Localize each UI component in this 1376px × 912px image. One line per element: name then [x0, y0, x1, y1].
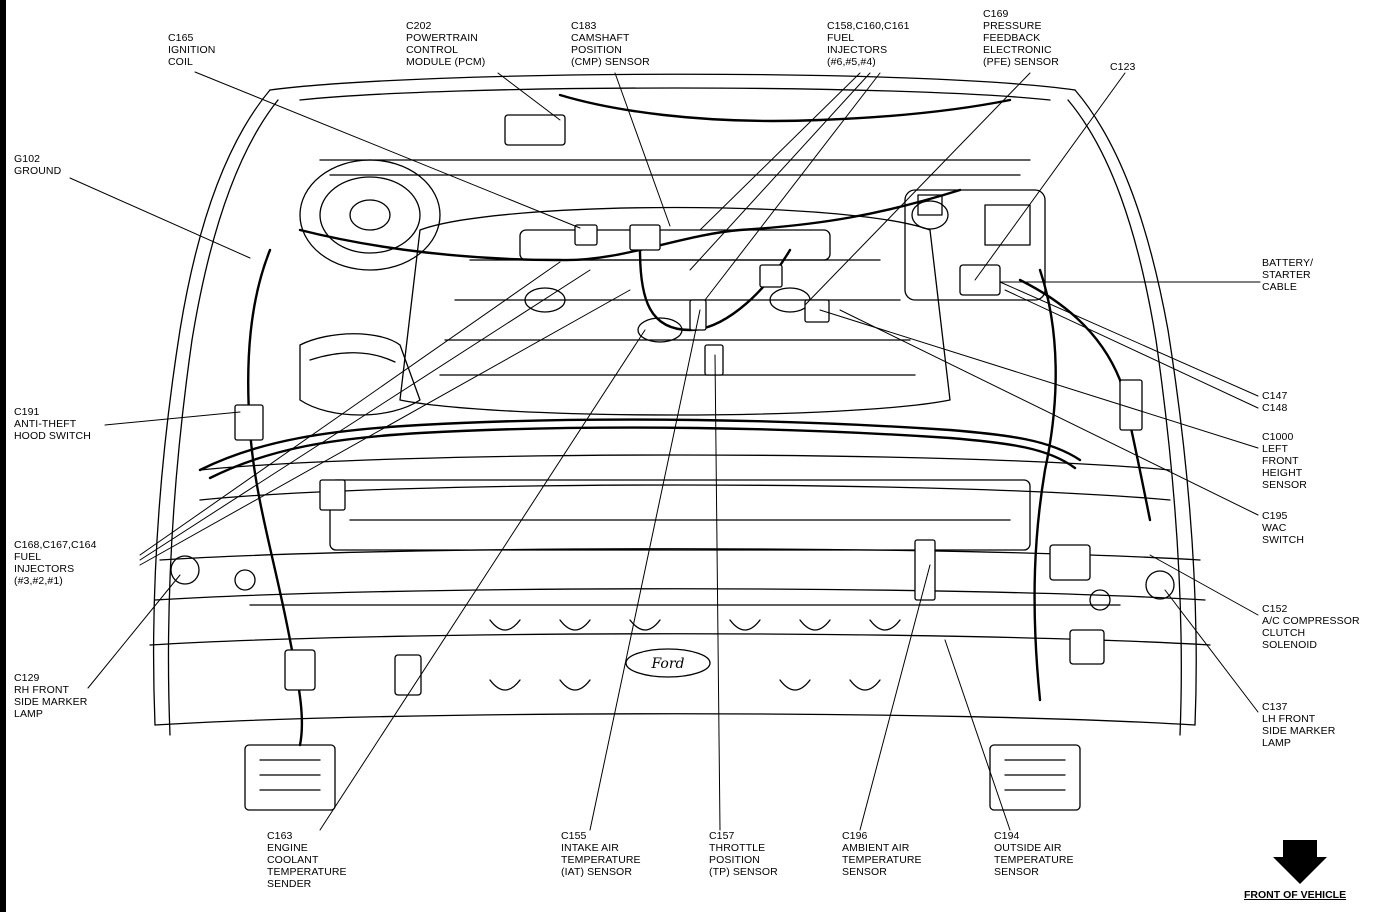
ford-badge-text: Ford — [650, 656, 684, 672]
callout-c158-fuel-injectors: C158,C160,C161 FUEL INJECTORS (#6,#5,#4) — [827, 20, 910, 68]
callout-c191-hood-switch: C191 ANTI-THEFT HOOD SWITCH — [14, 406, 91, 442]
side-lamps — [170, 555, 1175, 611]
fog-lamps — [244, 744, 1081, 811]
callout-c202-pcm: C202 POWERTRAIN CONTROL MODULE (PCM) — [406, 20, 486, 68]
callout-c137-lh-marker-lamp: C137 LH FRONT SIDE MARKER LAMP — [1262, 701, 1336, 749]
radiator-support — [199, 454, 1171, 551]
callout-c196-ambient-air-sensor: C196 AMBIENT AIR TEMPERATURE SENSOR — [842, 830, 922, 878]
engine-block — [399, 206, 951, 416]
grille-slots — [489, 619, 901, 691]
callout-c169-pfe-sensor: C169 PRESSURE FEEDBACK ELECTRONIC (PFE) … — [983, 8, 1059, 68]
air-intake-tube — [299, 333, 421, 416]
brake-booster — [299, 159, 441, 271]
callout-c163-coolant-sender: C163 ENGINE COOLANT TEMPERATURE SENDER — [267, 830, 347, 890]
front-of-vehicle-arrow — [1273, 840, 1327, 884]
battery-area — [904, 189, 1046, 301]
wiring-harness — [198, 93, 1152, 747]
callout-c194-outside-air-sensor: C194 OUTSIDE AIR TEMPERATURE SENSOR — [994, 830, 1074, 878]
callout-c155-iat-sensor: C155 INTAKE AIR TEMPERATURE (IAT) SENSOR — [561, 830, 641, 878]
connectors — [234, 114, 1143, 696]
left-border-bar — [0, 0, 6, 912]
ford-badge-oval — [625, 648, 711, 678]
body-outline — [152, 73, 1197, 736]
callout-c165-ignition-coil: C165 IGNITION COIL — [168, 32, 216, 68]
callout-c157-tp-sensor: C157 THROTTLE POSITION (TP) SENSOR — [709, 830, 778, 878]
leader-lines — [69, 71, 1261, 831]
callout-c183-cmp-sensor: C183 CAMSHAFT POSITION (CMP) SENSOR — [571, 20, 650, 68]
callout-c147-c148: C147 C148 — [1262, 390, 1288, 414]
callout-battery-starter-cable: BATTERY/ STARTER CABLE — [1262, 257, 1314, 293]
callout-g102-ground: G102 GROUND — [14, 153, 62, 177]
callout-c1000-height-sensor: C1000 LEFT FRONT HEIGHT SENSOR — [1262, 431, 1307, 491]
callout-c129-rh-marker-lamp: C129 RH FRONT SIDE MARKER LAMP — [14, 672, 88, 720]
front-of-vehicle-label: FRONT OF VEHICLE — [1244, 889, 1347, 901]
callout-c168-fuel-injectors: C168,C167,C164 FUEL INJECTORS (#3,#2,#1) — [14, 539, 97, 587]
callout-c123: C123 — [1110, 61, 1136, 73]
callout-c152-ac-clutch: C152 A/C COMPRESSOR CLUTCH SOLENOID — [1262, 603, 1360, 651]
callout-c195-wac-switch: C195 WAC SWITCH — [1262, 510, 1305, 546]
